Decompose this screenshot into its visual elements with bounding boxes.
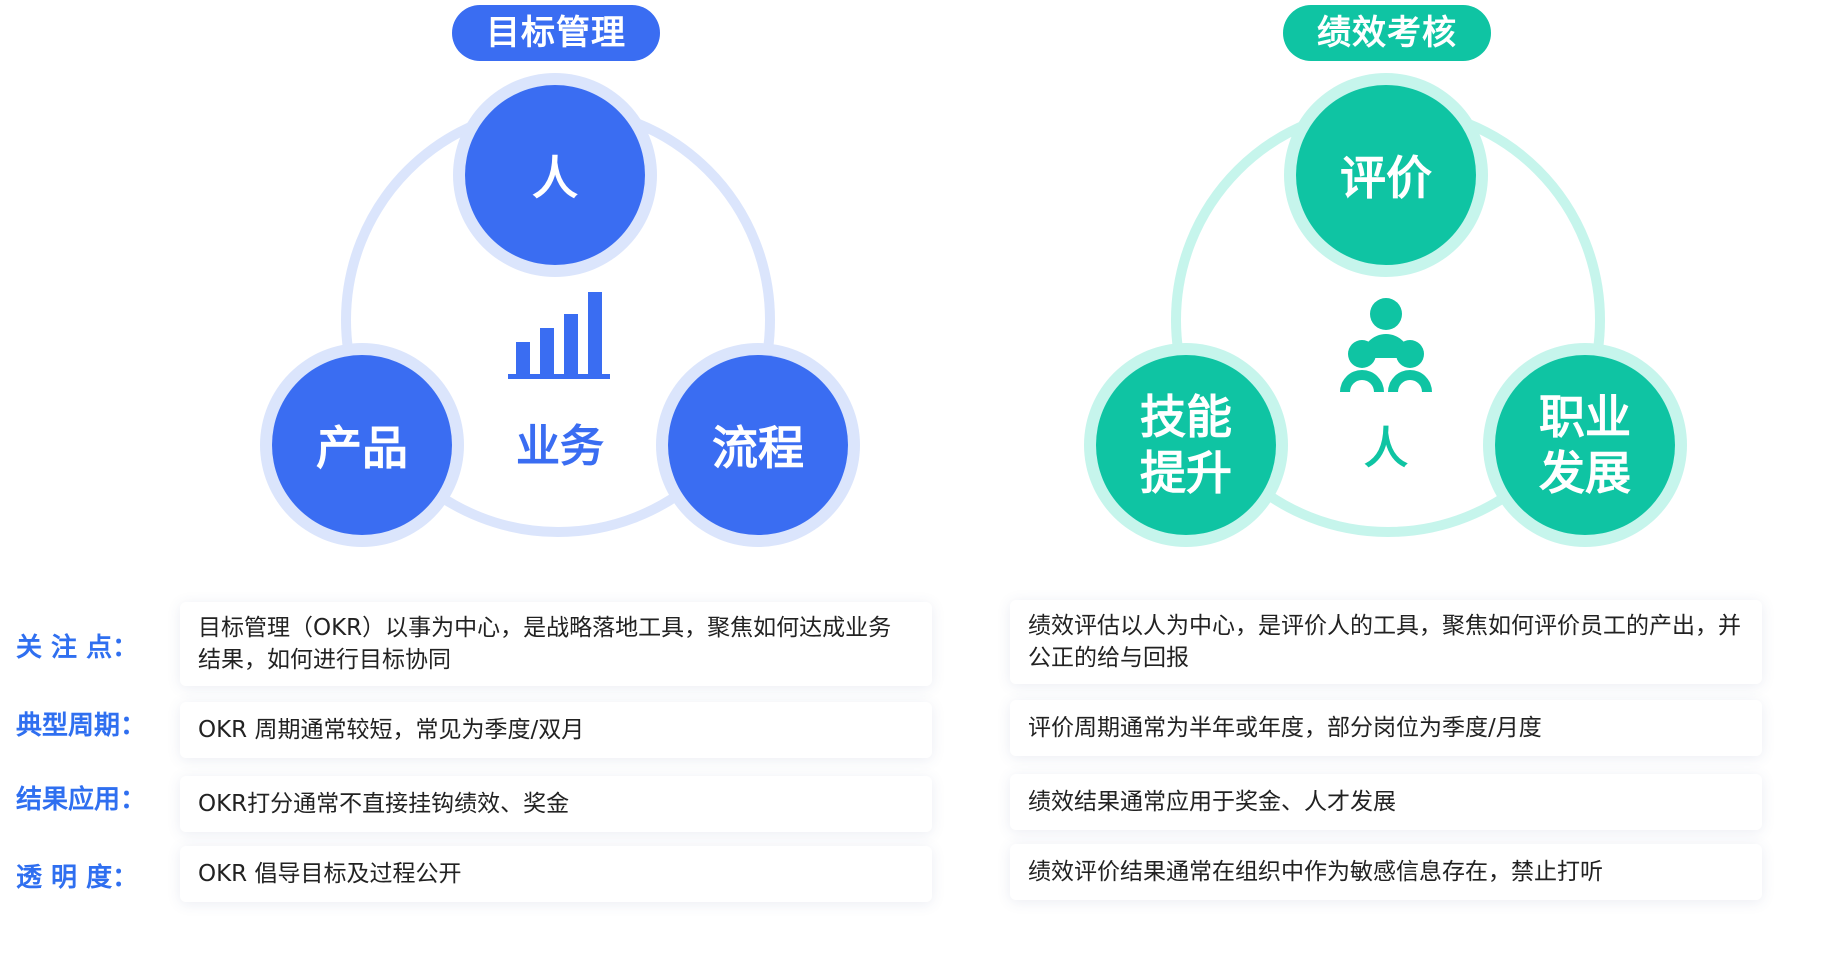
right-title: 绩效考核 bbox=[1317, 13, 1457, 53]
right-node-left-label: 技能 提升 bbox=[1140, 390, 1232, 500]
left-card-cycle: OKR 周期通常较短，常见为季度/双月 bbox=[180, 702, 932, 758]
right-center-label: 人 bbox=[1364, 423, 1408, 474]
left-card-cycle-text: OKR 周期通常较短，常见为季度/双月 bbox=[198, 717, 585, 743]
right-card-focus: 绩效评估以人为中心，是评价人的工具，聚焦如何评价员工的产出，并公正的给与回报 bbox=[1010, 600, 1762, 684]
right-card-transparency: 绩效评价结果通常在组织中作为敏感信息存在，禁止打听 bbox=[1010, 844, 1762, 900]
right-card-transparency-text: 绩效评价结果通常在组织中作为敏感信息存在，禁止打听 bbox=[1028, 859, 1603, 885]
right-node-left bbox=[1096, 355, 1276, 535]
row-label-cycle: 典型周期： bbox=[16, 711, 147, 741]
right-node-right bbox=[1495, 355, 1675, 535]
bar-chart-icon bbox=[508, 292, 610, 379]
left-card-focus: 目标管理（OKR）以事为中心，是战略落地工具，聚焦如何达成业务结果，如何进行目标… bbox=[180, 602, 932, 686]
right-node-right-label: 职业 发展 bbox=[1539, 390, 1631, 500]
left-center-label: 业务 bbox=[516, 421, 604, 472]
left-title-pill: 目标管理 bbox=[452, 5, 660, 61]
left-node-right-label: 流程 bbox=[712, 421, 804, 475]
left-card-application: OKR打分通常不直接挂钩绩效、奖金 bbox=[180, 776, 932, 832]
right-diagram bbox=[1084, 73, 1687, 547]
left-node-left-label: 产品 bbox=[316, 421, 408, 475]
left-card-focus-text: 目标管理（OKR）以事为中心，是战略落地工具，聚焦如何达成业务结果，如何进行目标… bbox=[198, 615, 892, 673]
left-card-application-text: OKR打分通常不直接挂钩绩效、奖金 bbox=[198, 791, 570, 817]
row-label-application: 结果应用： bbox=[16, 785, 147, 815]
left-card-transparency-text: OKR 倡导目标及过程公开 bbox=[198, 861, 462, 887]
right-node-top-label: 评价 bbox=[1340, 151, 1432, 205]
right-card-cycle: 评价周期通常为半年或年度，部分岗位为季度/月度 bbox=[1010, 700, 1762, 756]
right-card-application: 绩效结果通常应用于奖金、人才发展 bbox=[1010, 774, 1762, 830]
right-card-focus-text: 绩效评估以人为中心，是评价人的工具，聚焦如何评价员工的产出，并公正的给与回报 bbox=[1028, 613, 1741, 671]
right-title-pill: 绩效考核 bbox=[1283, 5, 1491, 61]
left-node-top-label: 人 bbox=[532, 151, 578, 205]
right-card-cycle-text: 评价周期通常为半年或年度，部分岗位为季度/月度 bbox=[1028, 715, 1542, 741]
left-node-left bbox=[272, 355, 452, 535]
row-label-transparency: 透 明 度： bbox=[16, 863, 139, 893]
right-card-application-text: 绩效结果通常应用于奖金、人才发展 bbox=[1028, 789, 1396, 815]
left-diagram bbox=[260, 73, 860, 547]
people-hierarchy-icon bbox=[1340, 298, 1432, 392]
left-node-right bbox=[668, 355, 848, 535]
left-title: 目标管理 bbox=[486, 13, 626, 53]
left-card-transparency: OKR 倡导目标及过程公开 bbox=[180, 846, 932, 902]
row-label-focus: 关 注 点： bbox=[16, 633, 139, 663]
right-node-top bbox=[1296, 85, 1476, 265]
left-node-top bbox=[465, 85, 645, 265]
